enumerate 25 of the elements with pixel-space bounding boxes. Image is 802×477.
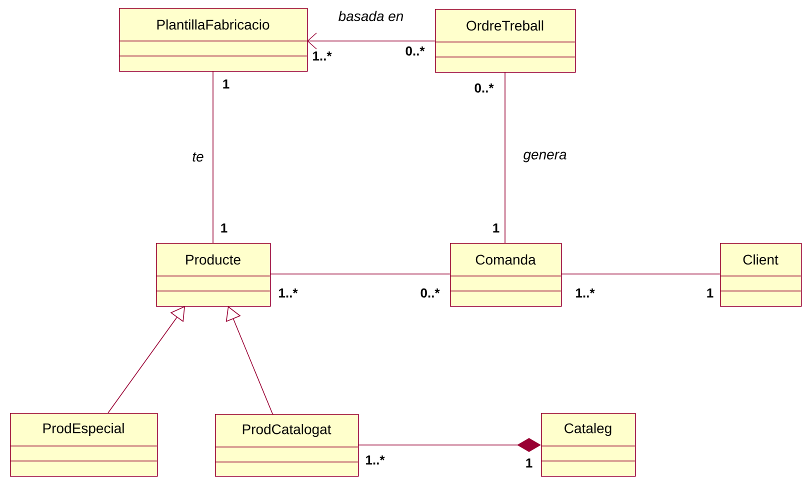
class-box: Producte xyxy=(156,243,271,307)
association-line xyxy=(504,72,506,244)
class-box: Comanda xyxy=(450,243,562,307)
edge-label: genera xyxy=(522,150,568,164)
multiplicity-label: 1..* xyxy=(313,52,332,60)
multiplicity-label: 1 xyxy=(221,224,228,232)
multiplicity-label: 0..* xyxy=(406,46,425,56)
class-box: ProdCatalogat xyxy=(214,414,359,477)
multiplicity-label: 0..* xyxy=(474,83,494,93)
association-line xyxy=(212,70,214,244)
arrow xyxy=(226,306,274,416)
multiplicity-label: 1..* xyxy=(366,456,385,464)
class-box: PlantillaFabricacio xyxy=(118,8,308,72)
class-box: OrdreTreball xyxy=(434,9,576,73)
multiplicity-label: 1 xyxy=(223,80,230,88)
class-box: Client xyxy=(720,243,802,307)
edge-label: basada en xyxy=(337,10,405,22)
arrow xyxy=(307,32,436,50)
multiplicity-label: 1..* xyxy=(576,288,595,298)
multiplicity-label: 1 xyxy=(493,224,500,232)
arrow xyxy=(108,306,185,414)
class-box: ProdEspecial xyxy=(10,413,158,477)
edge-label: te xyxy=(191,151,205,163)
class-box: Cataleg xyxy=(540,413,636,477)
composition-line xyxy=(358,438,541,452)
